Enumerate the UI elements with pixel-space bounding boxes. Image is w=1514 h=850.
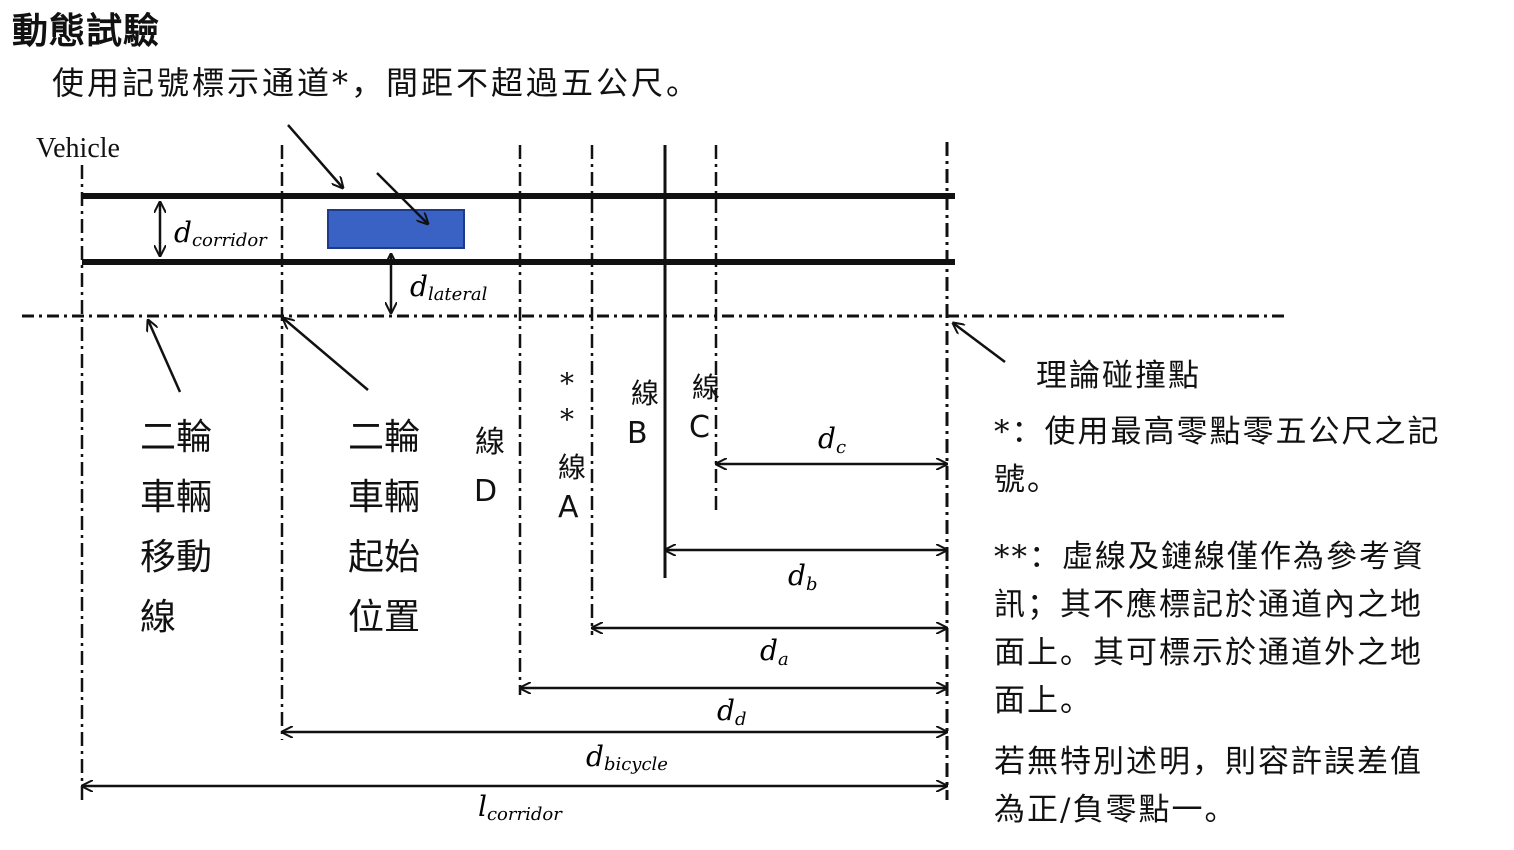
bicycle-move-line-label: 二輪 車輛 移動 線 bbox=[140, 408, 230, 648]
note-line: 面上。 bbox=[994, 683, 1093, 719]
line-a-star-2: * bbox=[560, 403, 574, 436]
collision-point-pointer bbox=[953, 323, 1006, 363]
line-b-word: 線 bbox=[630, 377, 659, 410]
note-line: 號。 bbox=[994, 462, 1060, 498]
l-corridor-label: lcorridor bbox=[478, 790, 563, 825]
bicycle-start-position-label: 二輪 車輛 起始 位置 bbox=[348, 408, 438, 648]
vehicle-pointer-arrow-2 bbox=[376, 172, 428, 224]
d-c-label: dc bbox=[818, 422, 846, 458]
line-d-letter: D bbox=[474, 474, 498, 509]
line-d-word: 線 bbox=[475, 425, 505, 460]
note-line: *：使用最高零點零五公尺之記 bbox=[994, 414, 1441, 450]
line-a-word: 線 bbox=[557, 451, 586, 484]
move-line-pointer bbox=[148, 320, 182, 393]
subtitle: 使用記號標示通道*，間距不超過五公尺。 bbox=[52, 64, 702, 102]
line-c-word: 線 bbox=[691, 371, 720, 404]
label-line: 移動 bbox=[140, 537, 213, 578]
collision-point-label: 理論碰撞點 bbox=[1036, 358, 1201, 394]
note-2: **：虛線及鏈線僅作為參考資 訊；其不應標記於通道內之地 面上。其可標示於通道外… bbox=[994, 533, 1494, 725]
page-title: 動態試驗 bbox=[12, 11, 161, 52]
label-line: 起始 bbox=[348, 537, 421, 578]
label-line: 車輛 bbox=[348, 477, 421, 518]
start-position-pointer bbox=[283, 318, 369, 391]
vehicle-pointer-arrow-1 bbox=[287, 124, 343, 188]
label-line: 二輪 bbox=[140, 417, 213, 458]
note-line: 為正/負零點一。 bbox=[994, 792, 1238, 828]
d-bicycle-label: dbicycle bbox=[586, 740, 668, 775]
d-corridor-label: dcorridor bbox=[174, 216, 268, 251]
line-a-letter: A bbox=[558, 490, 579, 525]
note-line: 若無特別述明，則容許誤差值 bbox=[994, 744, 1423, 780]
note-line: **：虛線及鏈線僅作為參考資 bbox=[994, 539, 1425, 575]
note-line: 訊；其不應標記於通道內之地 bbox=[994, 587, 1423, 623]
note-1: *：使用最高零點零五公尺之記 號。 bbox=[994, 408, 1494, 504]
d-a-label: da bbox=[760, 634, 789, 670]
note-3: 若無特別述明，則容許誤差值 為正/負零點一。 bbox=[994, 738, 1494, 834]
label-line: 位置 bbox=[348, 597, 421, 638]
line-c-letter: C bbox=[689, 410, 710, 445]
label-line: 線 bbox=[140, 597, 177, 638]
d-d-label: dd bbox=[717, 694, 746, 730]
label-line: 車輛 bbox=[140, 477, 213, 518]
vehicle-label: Vehicle bbox=[36, 133, 120, 164]
d-b-label: db bbox=[788, 559, 817, 595]
vehicle-rect bbox=[327, 209, 465, 249]
label-line: 二輪 bbox=[348, 417, 421, 458]
line-b-letter: B bbox=[627, 416, 648, 451]
d-lateral-label: dlateral bbox=[410, 270, 488, 305]
line-a-star-1: * bbox=[560, 367, 574, 400]
note-line: 面上。其可標示於通道外之地 bbox=[994, 635, 1423, 671]
